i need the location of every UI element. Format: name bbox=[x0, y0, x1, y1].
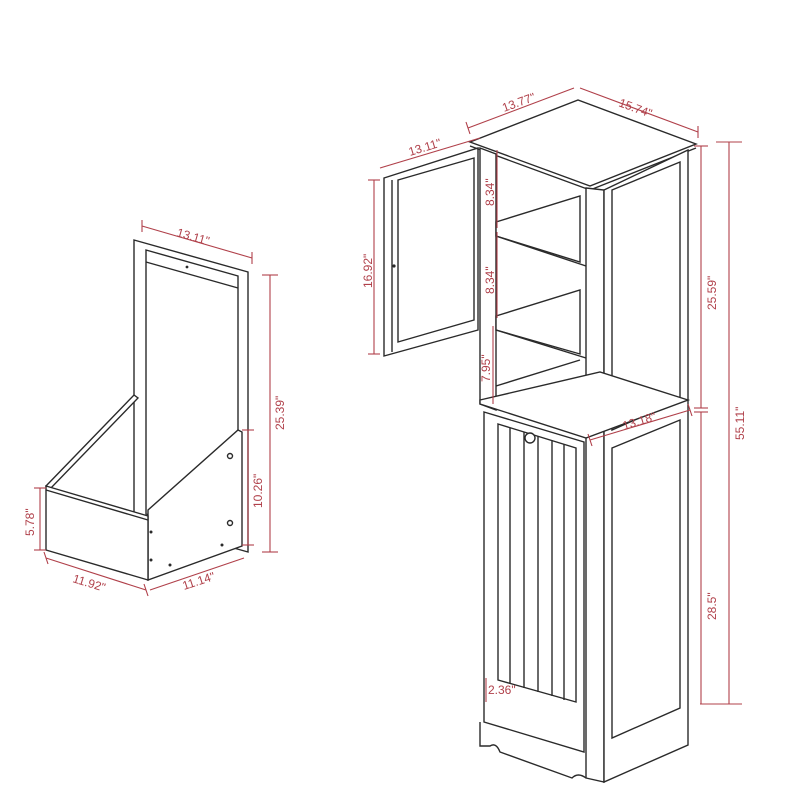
label-door-width: 13.11" bbox=[407, 136, 443, 159]
label-total-height: 55.11" bbox=[733, 407, 747, 440]
label-front-height: 5.78" bbox=[23, 508, 37, 536]
hamper-insert: 13.11" 25.39" 10.26" 5.78" 11.92" 11.14" bbox=[23, 220, 287, 597]
hamper-door bbox=[483, 411, 585, 753]
label-shelf-gap-3: 7.95" bbox=[479, 354, 493, 382]
label-side-height: 10.26" bbox=[251, 474, 265, 508]
open-door bbox=[383, 147, 479, 357]
hamper-knob bbox=[524, 432, 536, 444]
left-side-edge bbox=[44, 394, 140, 490]
label-top-width: 13.77" bbox=[500, 90, 537, 115]
label-upper-height: 25.59" bbox=[705, 276, 719, 310]
cabinet: 13.77" 15.74" 13.11" 16.92" 8.34" 8.34" … bbox=[361, 87, 747, 784]
label-lower-height: 28.5" bbox=[705, 592, 719, 620]
label-shelf-gap-2: 8.34" bbox=[483, 266, 497, 294]
side-panel bbox=[603, 148, 689, 784]
cabinet-top bbox=[468, 99, 698, 187]
label-total-height: 25.39" bbox=[273, 396, 287, 430]
label-back-panel-width: 13.11" bbox=[175, 225, 211, 248]
front-panel bbox=[45, 485, 149, 581]
label-front-width: 11.92" bbox=[71, 571, 107, 594]
label-depth: 11.14" bbox=[181, 569, 217, 593]
label-shelf-gap-1: 8.34" bbox=[483, 178, 497, 206]
label-door-height: 16.92" bbox=[361, 254, 375, 288]
label-base-height: 2.36" bbox=[488, 683, 516, 697]
